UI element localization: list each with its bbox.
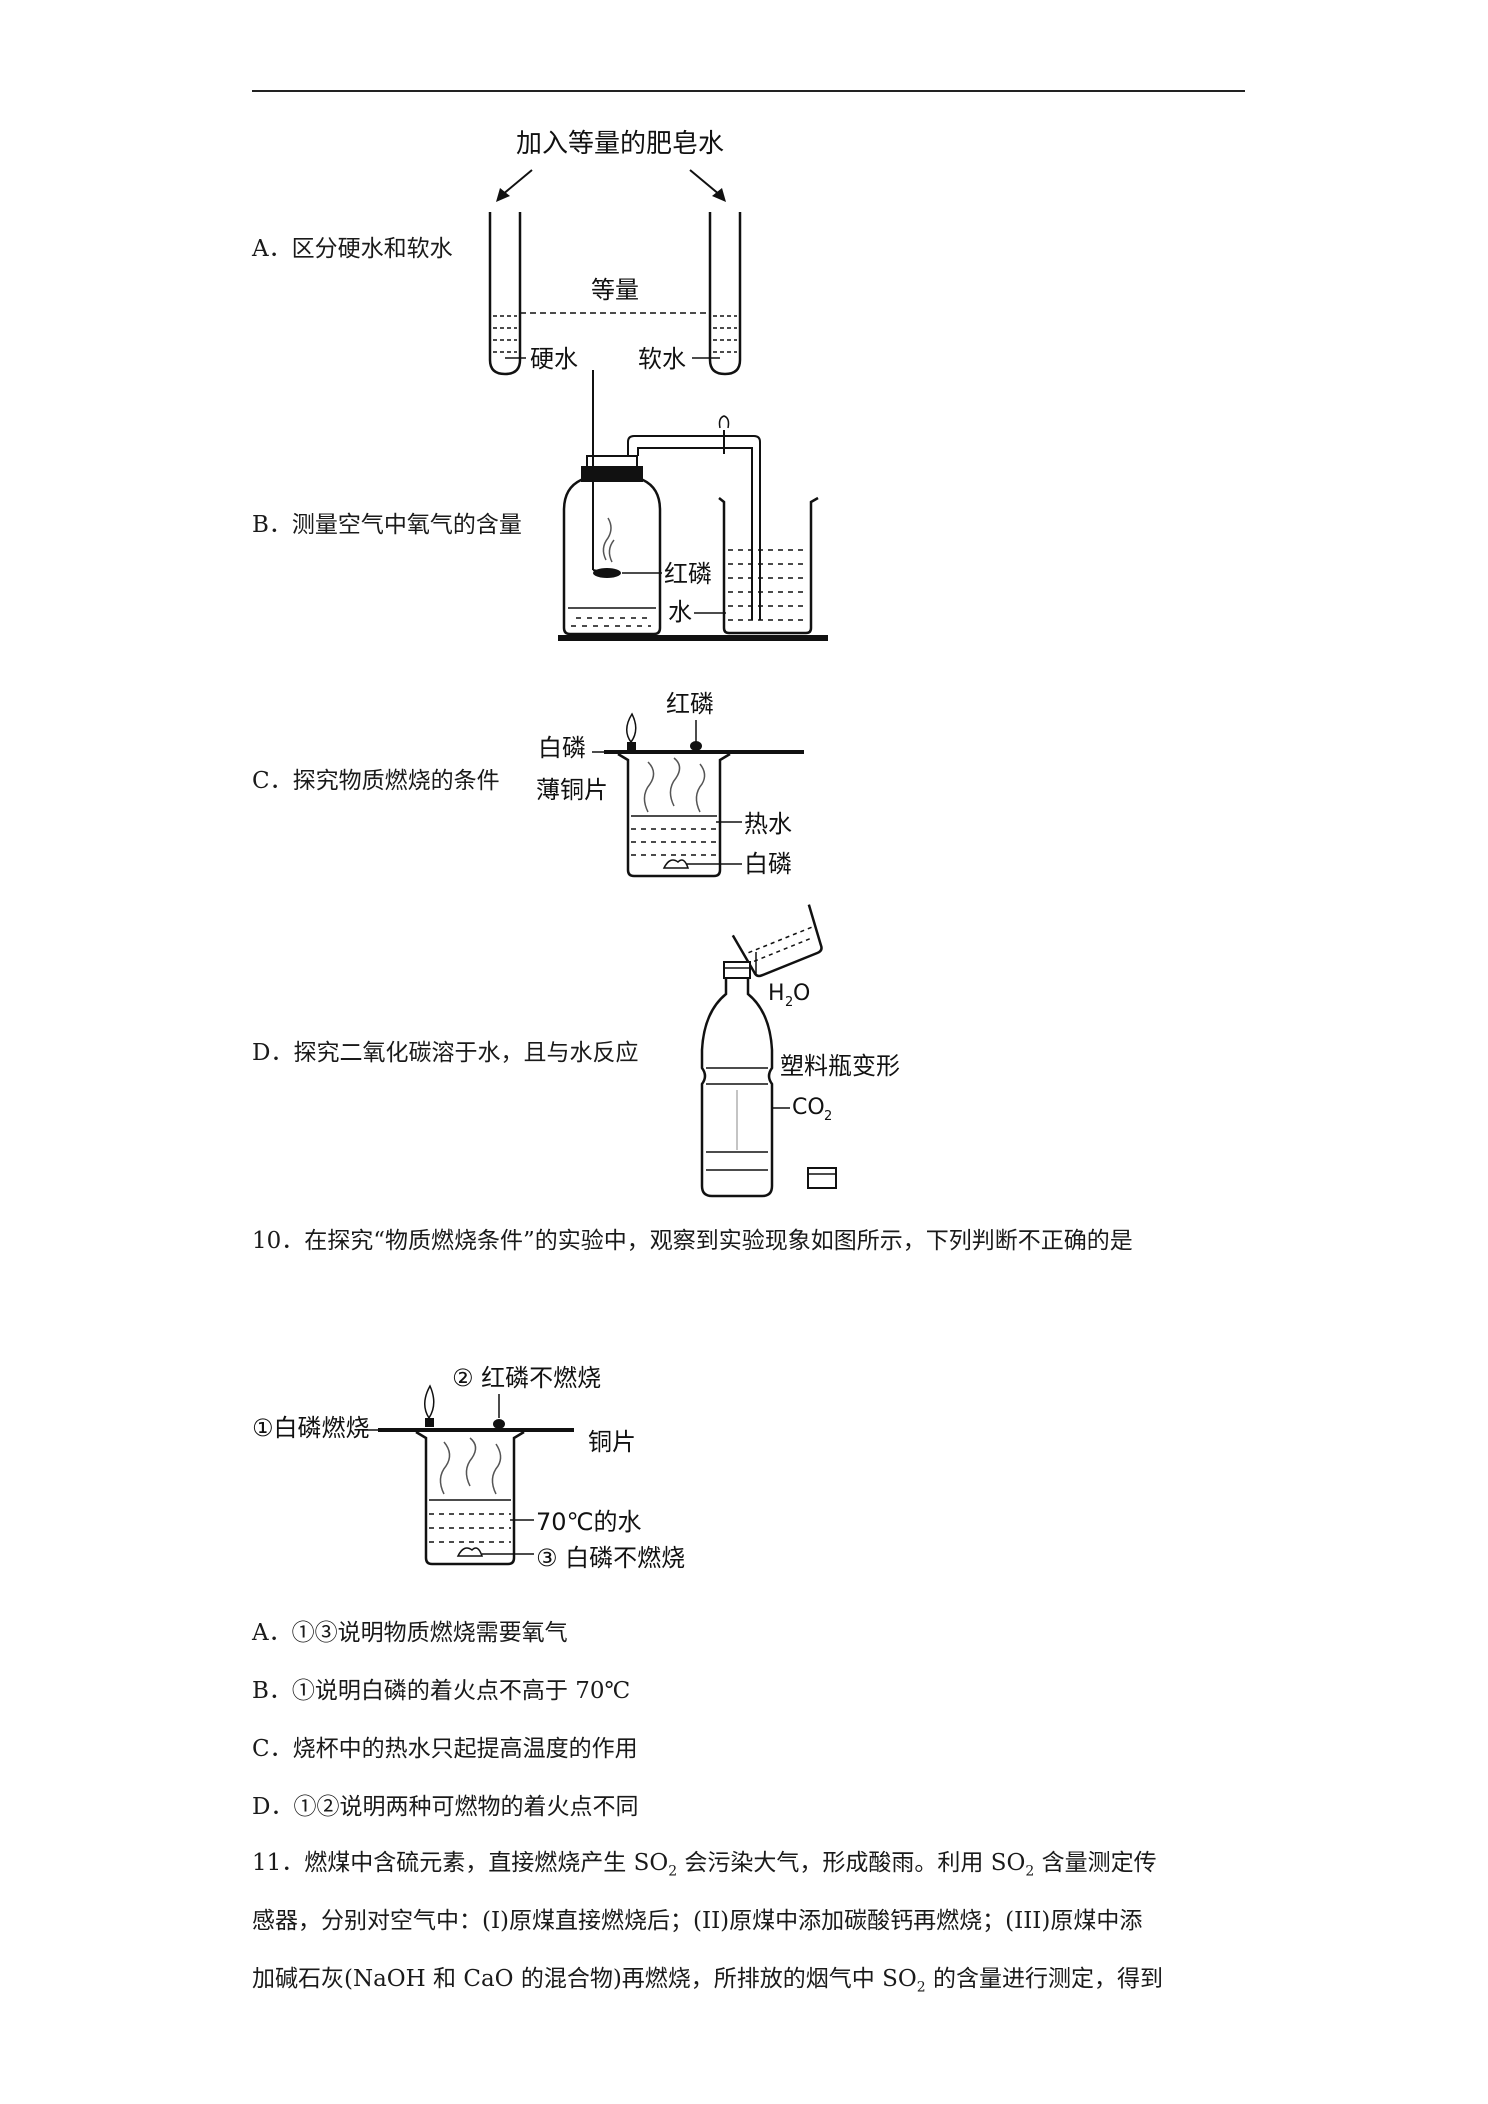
fig-d-h2o-h: H [768,981,785,1006]
fig-a-mid-label: 等量 [591,276,639,304]
q10-option-a: A．①③说明物质燃烧需要氧气 [252,1620,568,1646]
fig-d-h2o-sub: 2 [785,995,793,1010]
option-c-text: C．探究物质燃烧的条件 [252,768,500,794]
fig-a-right-label: 软水 [638,345,686,373]
fig-d-h2o-o: O [793,981,810,1006]
q11-line-3: 加碱石灰(NaOH 和 CaO 的混合物)再燃烧，所排放的烟气中 SO2 的含量… [252,1966,1163,1996]
q10-stem: 10．在探究“物质燃烧条件”的实验中，观察到实验现象如图所示，下列判断不正确的是 [252,1228,1133,1254]
q10-option-b: B．①说明白磷的着火点不高于 70℃ [252,1678,631,1704]
q10-option-c: C．烧杯中的热水只起提高温度的作用 [252,1736,638,1762]
figure-a-test-tubes: 加入等量的肥皂水 等量 硬水 软水 [470,120,770,384]
fig-q10-white-top-label: ①白磷燃烧 [252,1414,370,1442]
figure-b-oxygen-apparatus: 红磷 水 [556,370,856,652]
fig-c-red-p-label: 红磷 [666,690,714,718]
figure-q10-combustion: ② 红磷不燃烧 ①白磷燃烧 铜片 70℃的水 ③ 白磷不燃烧 [252,1356,722,1600]
fig-q10-red-label: ② 红磷不燃烧 [452,1364,601,1392]
fig-c-white-p-bottom-label: 白磷 [744,850,792,878]
figure-d-plastic-bottle: H 2 O 塑料瓶变形 CO 2 [690,900,910,1204]
fig-q10-copper-label: 铜片 [588,1428,636,1456]
option-d-text: D．探究二氧化碳溶于水，且与水反应 [252,1040,639,1066]
fig-b-water-label: 水 [668,598,692,626]
fig-q10-white-bottom-label: ③ 白磷不燃烧 [536,1544,685,1572]
fig-b-phosphorus-label: 红磷 [664,560,712,588]
q10-option-d: D．①②说明两种可燃物的着火点不同 [252,1794,639,1820]
fig-d-deform-label: 塑料瓶变形 [780,1052,900,1080]
fig-a-left-label: 硬水 [530,345,578,373]
fig-d-co2-sub: 2 [824,1109,832,1124]
fig-q10-water-label: 70℃的水 [536,1508,642,1536]
header-rule [252,90,1245,92]
q11-line-1: 11．燃煤中含硫元素，直接燃烧产生 SO2 会污染大气，形成酸雨。利用 SO2 … [252,1850,1157,1880]
figure-c-combustion: 红磷 白磷 薄铜片 热水 白磷 [536,684,826,888]
fig-a-top-label: 加入等量的肥皂水 [516,129,724,159]
fig-d-co2: CO [792,1095,825,1120]
fig-c-hot-water-label: 热水 [744,810,792,838]
fig-c-copper-label: 薄铜片 [536,776,608,804]
fig-c-white-p-top-label: 白磷 [538,734,586,762]
q11-line-2: 感器，分别对空气中：(I)原煤直接燃烧后；(II)原煤中添加碳酸钙再燃烧；(II… [252,1908,1143,1934]
option-b-text: B．测量空气中氧气的含量 [252,512,522,538]
option-a-text: A．区分硬水和软水 [252,236,453,262]
